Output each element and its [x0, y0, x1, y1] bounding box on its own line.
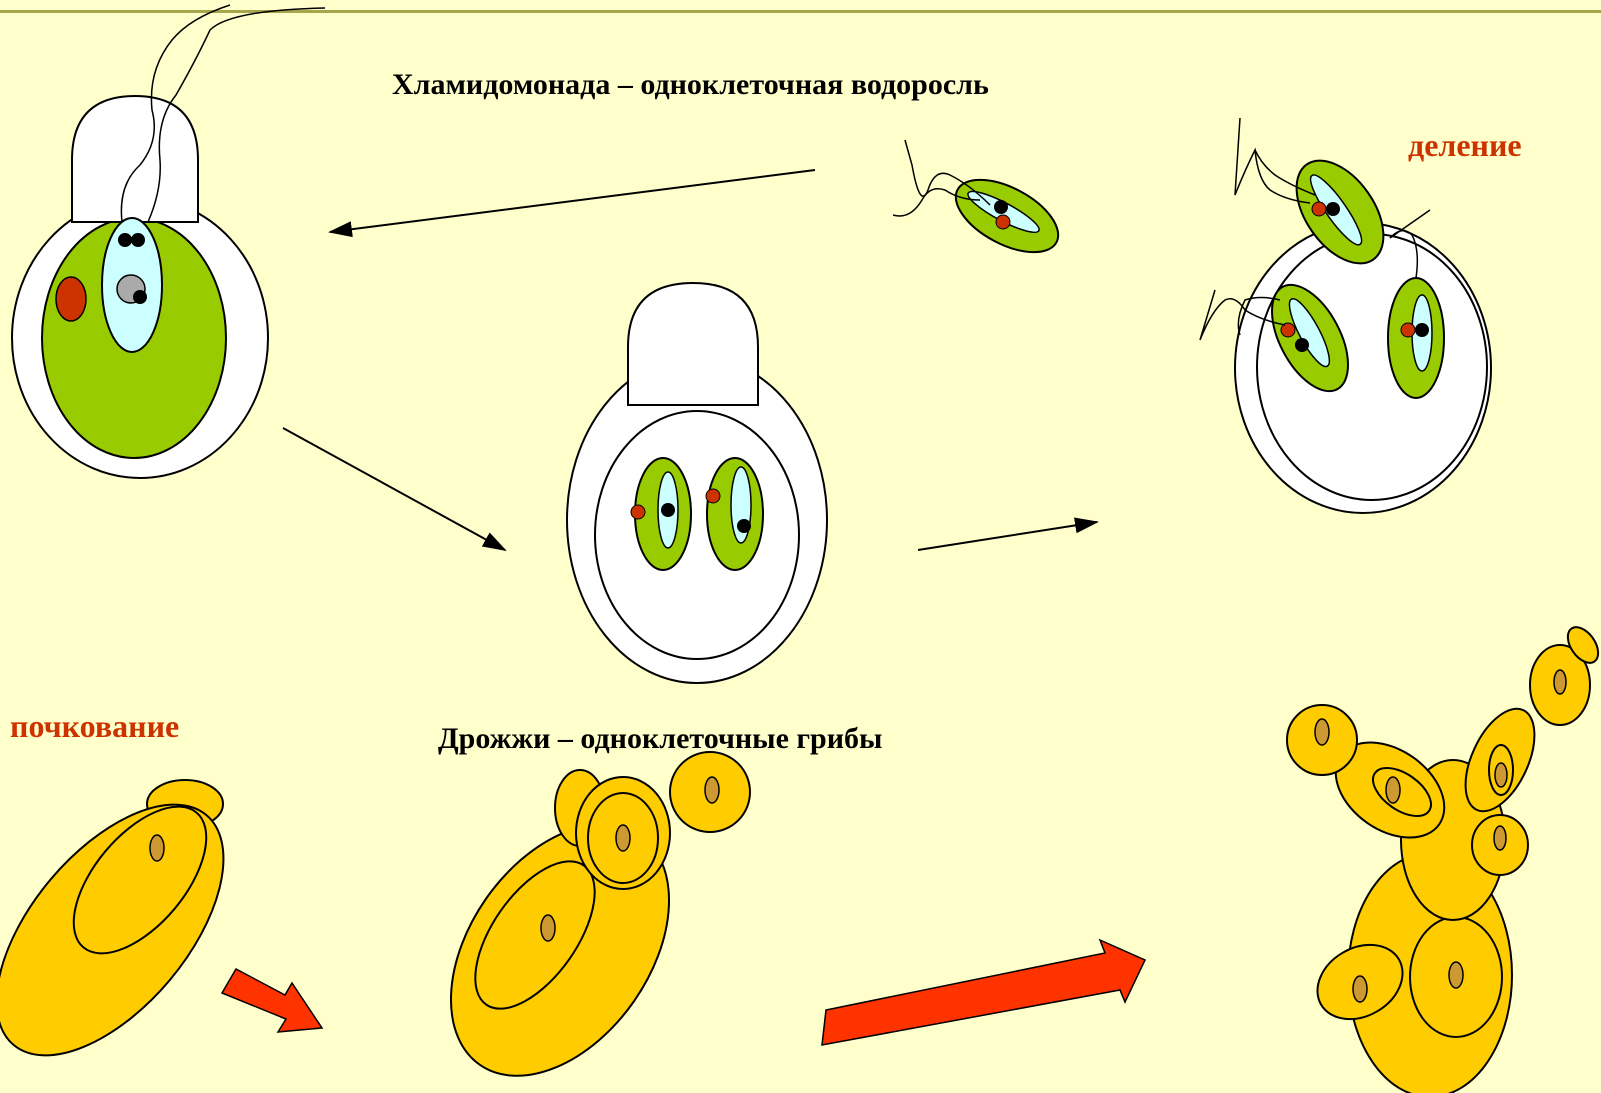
- yeast-stage-1: [0, 765, 266, 1093]
- chlamydomonas-title: Хламидомонада – одноклеточная водоросль: [392, 68, 989, 102]
- budding-label: почкование: [10, 708, 179, 745]
- yeast-stage-3: [1287, 622, 1601, 1093]
- chlamydomonas-zoospore: [893, 140, 1070, 267]
- chlamydomonas-release: [1200, 118, 1491, 513]
- arrow-cell-to-division: [283, 428, 505, 550]
- chlamydomonas-mature-cell: [12, 5, 325, 478]
- block-arrow-2: [822, 940, 1145, 1045]
- block-arrow-1: [222, 969, 322, 1032]
- chlamydomonas-two-daughters: [567, 283, 827, 683]
- arrow-zoospore-to-cell: [330, 170, 815, 232]
- arrow-division-to-release: [918, 522, 1097, 550]
- division-label: деление: [1408, 127, 1522, 164]
- yeast-stage-2: [406, 752, 750, 1093]
- yeast-title: Дрожжи – одноклеточные грибы: [438, 722, 882, 756]
